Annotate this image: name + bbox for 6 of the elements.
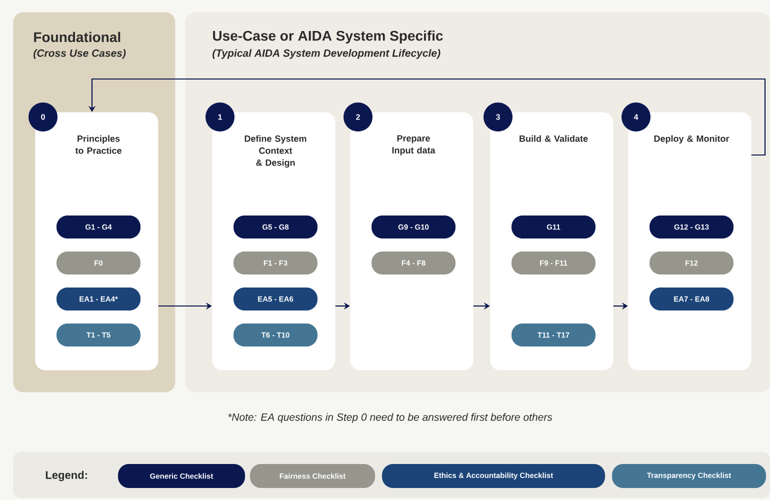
panel-subtitle: (Cross Use Cases) [34, 49, 126, 59]
panel-subtitle: (Typical AIDA System Development Lifecycle) [212, 49, 440, 59]
legend-title: Legend: [46, 470, 87, 482]
panel-title: Use-Case or AIDA System Specific [213, 30, 443, 44]
note: *Note: EA questions in Step 0 need to be answered first before others [228, 413, 552, 423]
panel-title: Foundational [34, 32, 120, 42]
